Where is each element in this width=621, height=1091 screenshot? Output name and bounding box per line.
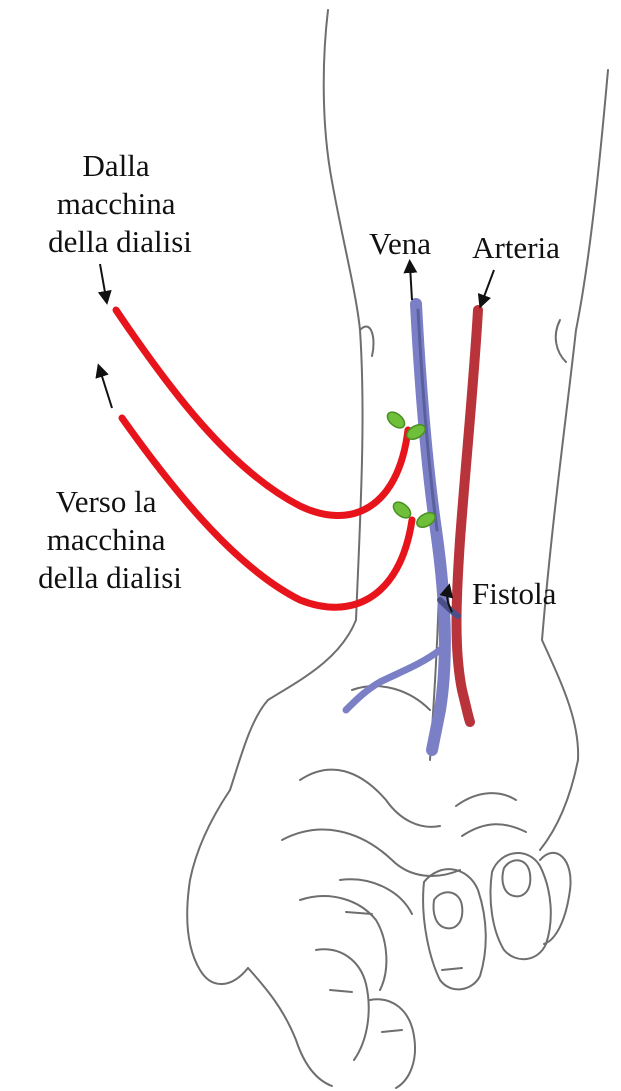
palm-crease-2 bbox=[282, 830, 460, 876]
finger-curl-2 bbox=[340, 879, 412, 914]
knuckle-mark-2 bbox=[330, 990, 352, 992]
finger-1-nail bbox=[434, 892, 463, 928]
label-from-machine-line-2: macchina bbox=[57, 186, 176, 221]
wrist-crease-right bbox=[556, 320, 566, 362]
artery-trunk bbox=[457, 310, 479, 722]
label-to-machine-line-2: macchina bbox=[47, 522, 166, 557]
label-to-machine-line-3: della dialisi bbox=[38, 560, 182, 595]
finger-2-nail bbox=[502, 860, 530, 896]
label-artery: Arteria bbox=[472, 230, 560, 265]
knuckle-mark-4 bbox=[442, 968, 462, 970]
vein-branch bbox=[346, 650, 440, 710]
artery bbox=[457, 310, 479, 722]
palm-crease-5 bbox=[462, 824, 526, 836]
label-to-machine-line-1: Verso la bbox=[56, 484, 157, 519]
finger-curl-4 bbox=[370, 999, 415, 1088]
label-to-machine: Verso la macchina della dialisi bbox=[38, 484, 182, 595]
arrow-vein bbox=[410, 266, 412, 300]
arrow-artery bbox=[482, 270, 494, 302]
label-fistula: Fistola bbox=[472, 576, 557, 611]
arrow-from-machine bbox=[100, 264, 106, 298]
palm-left-edge bbox=[187, 790, 248, 984]
label-from-machine: Dalla macchina della dialisi bbox=[48, 148, 192, 259]
label-from-machine-line-1: Dalla bbox=[83, 148, 150, 183]
forearm-left-edge bbox=[230, 10, 363, 790]
knuckle-mark-3 bbox=[382, 1030, 402, 1032]
palm-crease-4 bbox=[456, 793, 516, 806]
thumb-outline bbox=[248, 968, 332, 1086]
finger-curl-1 bbox=[300, 896, 386, 990]
clamp-upper-left bbox=[384, 409, 407, 431]
finger-1-outline bbox=[423, 869, 486, 989]
label-vein: Vena bbox=[369, 226, 431, 261]
labels: Dalla macchina della dialisi Verso la ma… bbox=[38, 148, 560, 611]
forearm-right-edge bbox=[540, 70, 608, 850]
finger-2-outline bbox=[491, 853, 551, 959]
palm-crease-1 bbox=[300, 770, 440, 827]
finger-3-outline bbox=[540, 853, 571, 944]
arrow-to-machine bbox=[100, 370, 112, 408]
label-from-machine-line-3: della dialisi bbox=[48, 224, 192, 259]
finger-curl-3 bbox=[316, 949, 369, 1060]
arm-outline bbox=[187, 10, 608, 1088]
